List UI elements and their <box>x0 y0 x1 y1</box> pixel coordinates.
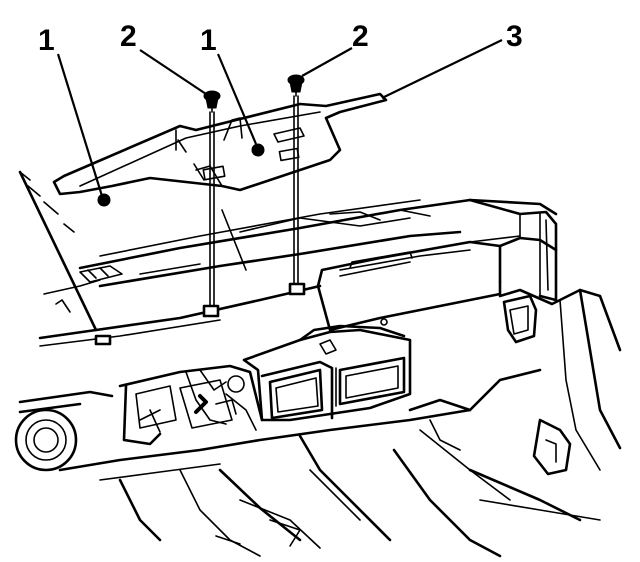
nut-icon <box>251 143 265 157</box>
hvac-vent-housing <box>242 324 412 422</box>
lower-left-wiring <box>118 364 264 446</box>
nut-icon <box>97 193 111 207</box>
leader-lines <box>56 39 503 197</box>
alignment-guides <box>19 139 247 271</box>
upper-trim-panel <box>52 92 388 196</box>
callout-3: 3 <box>506 20 523 53</box>
left-panel-section <box>18 170 322 347</box>
left-outlet-vent <box>14 390 114 472</box>
center-duct <box>316 198 558 332</box>
screw-icon <box>203 90 221 113</box>
callout-2-right: 2 <box>352 20 369 53</box>
callout-1-left: 1 <box>38 24 55 57</box>
callout-2-left: 2 <box>120 20 137 53</box>
callout-1-right: 1 <box>200 24 217 57</box>
lower-dash-structure <box>58 368 601 558</box>
screw-icon <box>287 74 305 97</box>
dash-top-surface <box>78 198 558 288</box>
screw-axis-lines <box>209 95 299 311</box>
right-side-pillar <box>498 288 622 476</box>
